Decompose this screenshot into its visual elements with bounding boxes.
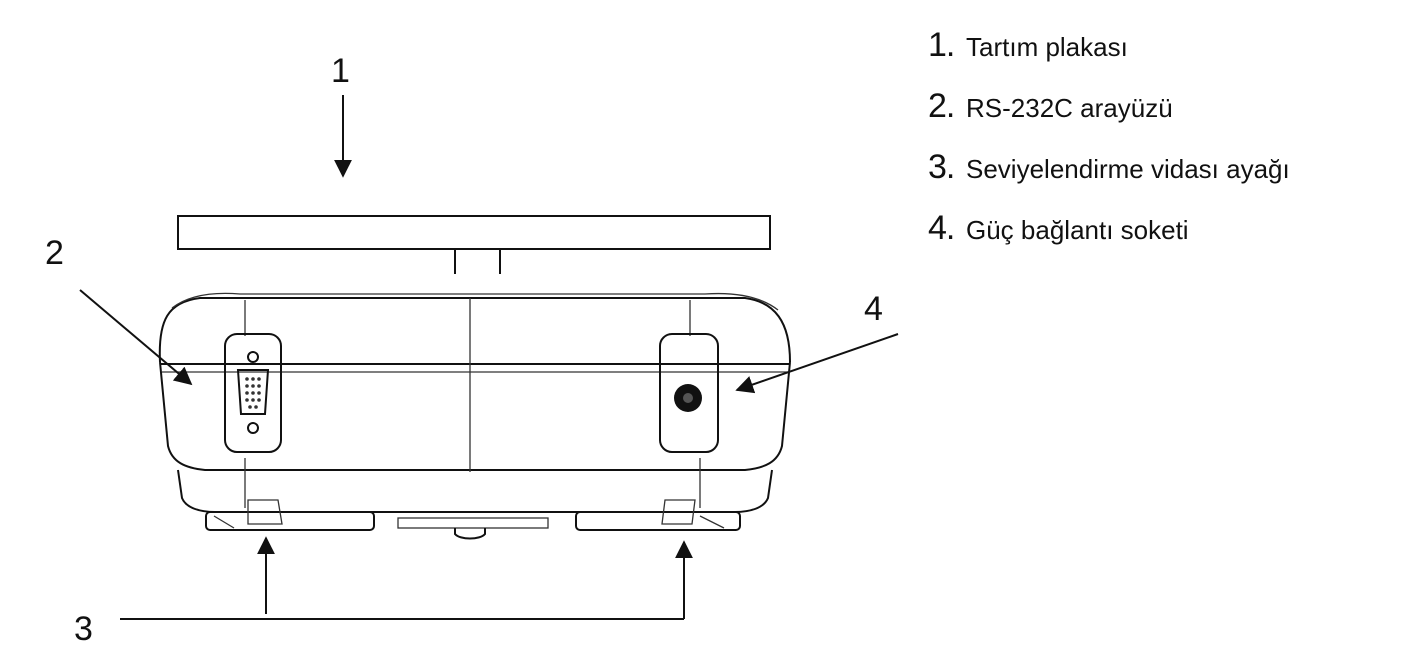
weighing-plate [177,215,771,274]
legend-item: 1. Tartım plakası [928,26,1290,87]
legend-item: 3. Seviyelendirme vidası ayağı [928,148,1290,209]
legend-number: 3. [928,148,955,186]
rs232-port [224,333,282,453]
callout-3: 3 [74,610,93,648]
legend: 1. Tartım plakası 2. RS-232C arayüzü 3. … [928,26,1290,270]
legend-text: RS-232C arayüzü [966,93,1173,123]
power-socket [659,333,719,453]
arrow-4 [735,333,899,394]
legend-number: 4. [928,209,955,247]
legend-item: 2. RS-232C arayüzü [928,87,1290,148]
callout-2: 2 [45,234,64,272]
callout-1: 1 [331,52,350,90]
legend-text: Tartım plakası [966,32,1128,62]
legend-number: 2. [928,87,955,125]
legend-text: Seviyelendirme vidası ayağı [966,154,1290,184]
legend-number: 1. [928,26,955,64]
legend-item: 4. Güç bağlantı soketi [928,209,1290,270]
legend-text: Güç bağlantı soketi [966,215,1189,245]
scale-body [158,292,791,540]
arrow-2 [79,289,193,386]
callout-4: 4 [864,290,883,328]
arrow-3 [120,536,693,620]
